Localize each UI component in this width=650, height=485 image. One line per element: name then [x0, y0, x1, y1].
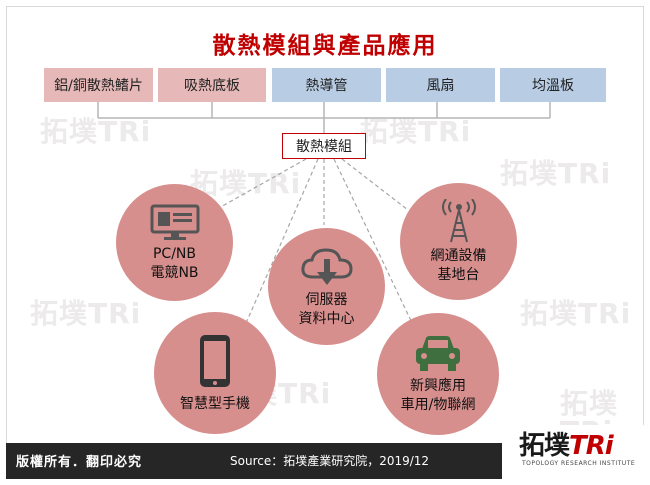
copyright-text: 版權所有．翻印必究 — [16, 455, 143, 470]
app-label-line1: 智慧型手機 — [180, 395, 250, 412]
app-label-line2: 基地台 — [437, 266, 480, 283]
category-label: 均溫板 — [532, 78, 574, 94]
app-label-line1: 網通設備 — [430, 247, 487, 264]
app-emerging: 新興應用 車用/物聯網 — [377, 313, 499, 435]
page-title: 散熱模組與產品應用 — [212, 32, 438, 59]
logo-cn: 拓墣 — [519, 431, 570, 461]
watermark-logo: 拓墣TRi — [40, 115, 152, 148]
app-label-line1: 新興應用 — [410, 378, 466, 395]
category-fin: 鋁/銅散熱鰭片 — [44, 68, 153, 102]
app-network: 網通設備 基地台 — [400, 183, 517, 300]
watermark-logo: 拓墣TRi — [190, 167, 302, 200]
app-label-line1: PC/NB — [152, 245, 196, 262]
app-label-line2: 車用/物聯網 — [400, 397, 476, 413]
cloud-download-icon — [300, 248, 353, 285]
category-label: 鋁/銅散熱鰭片 — [54, 78, 143, 94]
category-label: 吸熱底板 — [184, 78, 240, 94]
app-server: 伺服器 資料中心 — [268, 228, 385, 345]
source-text: Source：拓墣產業研究院，2019/12 — [230, 454, 430, 468]
app-smartphone: 智慧型手機 — [154, 312, 276, 434]
smartphone-icon — [200, 334, 230, 387]
category-label: 風扇 — [426, 78, 455, 94]
watermark-logo: 拓墣TRi — [360, 115, 472, 148]
watermark-logo: 拓墣TRi — [500, 157, 612, 190]
category-fan: 風扇 — [386, 68, 495, 102]
thermal-module-box: 散熱模組 — [282, 133, 366, 159]
company-logo: 拓墣TRi — [519, 425, 614, 462]
logo-subtitle: TOPOLOGY RESEARCH INSTITUTE — [522, 460, 636, 467]
category-base-plate: 吸熱底板 — [158, 68, 266, 102]
logo-tri: TRi — [569, 431, 614, 461]
category-vapor-chamber: 均溫板 — [500, 68, 606, 102]
app-label-line1: 伺服器 — [305, 291, 348, 308]
logo-background — [502, 425, 644, 479]
app-pc-nb: PC/NB 電競NB — [116, 184, 233, 301]
monitor-icon — [150, 204, 199, 240]
app-label-line2: 資料中心 — [298, 310, 355, 327]
category-label: 熱導管 — [305, 78, 348, 94]
category-heat-pipe: 熱導管 — [272, 68, 381, 102]
car-icon — [416, 336, 460, 372]
antenna-tower-icon — [441, 198, 476, 242]
watermark-logo: 拓墣TRi — [30, 297, 142, 330]
watermark-logo: 拓墣TRi — [520, 297, 632, 330]
app-label-line2: 電競NB — [150, 264, 199, 281]
